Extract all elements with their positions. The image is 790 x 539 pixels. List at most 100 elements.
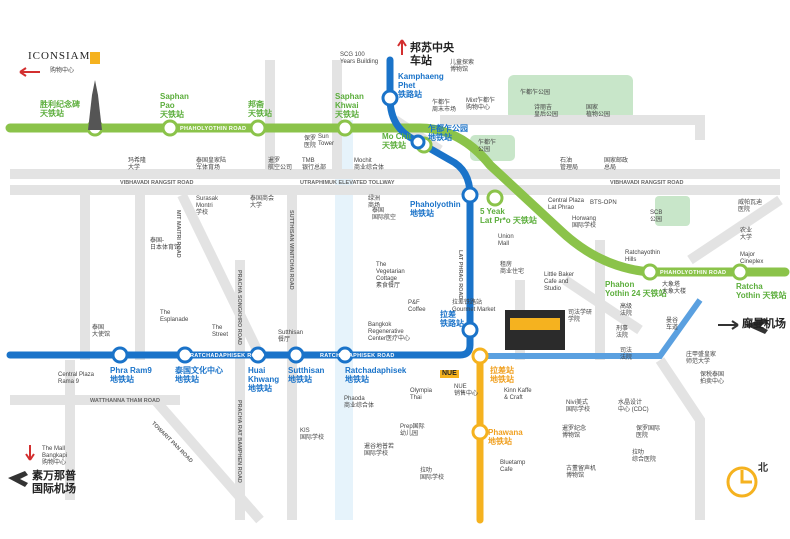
poi-label[interactable]: 暹罗 航空公司: [268, 158, 293, 171]
poi-label[interactable]: 曼谷 车道: [666, 318, 679, 331]
poi-label[interactable]: Major Cineplex: [740, 252, 764, 265]
bts-station-label[interactable]: Ratcha Yothin 天铁站: [736, 282, 787, 300]
poi-label[interactable]: 古董留声机 博物馆: [566, 466, 597, 479]
poi-label[interactable]: 玛希隆 大学: [128, 158, 147, 171]
poi-label[interactable]: The Street: [212, 325, 229, 338]
bts-station-label[interactable]: Mo Chit 天铁站: [382, 132, 412, 150]
mrt-station-label[interactable]: 乍都乍公园 地铁站: [428, 124, 468, 142]
poi-label[interactable]: Union Mall: [498, 234, 514, 247]
poi-label[interactable]: SCG 100 Years Building: [340, 52, 379, 65]
bts-station-label[interactable]: 邦斋 天铁站: [248, 100, 272, 118]
road-label: RATCHADAPHISEK ROAD: [190, 353, 265, 359]
poi-label[interactable]: P&F Coffee: [408, 300, 426, 313]
poi-label[interactable]: Little Baker Cafe and Studio: [544, 272, 575, 292]
poi-label[interactable]: 泰国 大使馆: [92, 325, 111, 338]
poi-label[interactable]: 庄甲盛皇家 师范大学: [686, 352, 717, 365]
poi-label[interactable]: 农业 大学: [740, 228, 753, 241]
poi-label[interactable]: Kinn Kaffe & Craft: [504, 388, 532, 401]
bts-station-label[interactable]: Phahon Yothin 24 天铁站: [605, 280, 667, 298]
poi-label[interactable]: SCB 公园: [650, 210, 663, 223]
bts-station-label[interactable]: 5 Yeak Lat Pr*o 天铁站: [480, 207, 537, 225]
mrt-station-label[interactable]: Sutthisan 地铁站: [288, 366, 325, 384]
bts-station-label[interactable]: 胜利纪念碑 天铁站: [40, 100, 80, 118]
poi-label[interactable]: 暹谷地普若 国际学校: [364, 444, 395, 457]
poi-label[interactable]: Phaoda 商业综合体: [344, 396, 375, 409]
poi-label[interactable]: 乍都乍 公园: [478, 140, 497, 153]
iconsiam-subtitle: 购物中心: [50, 68, 75, 74]
poi-label[interactable]: 拉叻 综合医院: [632, 450, 657, 463]
poi-label[interactable]: 保罗国际 医院: [636, 426, 661, 439]
mrt-station-label[interactable]: Phra Ram9 地铁站: [110, 366, 152, 384]
poi-label[interactable]: Surasak Montri 学校: [196, 196, 219, 216]
poi-label[interactable]: 威帕瓦迪 医院: [738, 200, 763, 213]
poi-label[interactable]: 诗丽吉 皇后公园: [534, 105, 559, 118]
mrt-station-label[interactable]: Ratchadaphisek 地铁站: [345, 366, 407, 384]
road-label: PHAHOLYOTHIN ROAD: [180, 126, 247, 132]
poi-label[interactable]: 租房 商业住宅: [500, 262, 525, 275]
poi-label[interactable]: Ratchayothin Hills: [625, 250, 661, 263]
compass-icon: [726, 466, 758, 498]
poi-label[interactable]: 水晶设计 中心 (CDC): [618, 400, 649, 413]
mrt-station-label[interactable]: Kamphaeng Phet 铁路站: [398, 72, 444, 99]
poi-label[interactable]: Bluetamp Cafe: [500, 460, 526, 473]
poi-label[interactable]: 司法学研 学院: [568, 310, 593, 323]
poi-label[interactable]: 儿童探索 博物馆: [450, 60, 475, 73]
poi-label[interactable]: BTS-OPN: [590, 200, 617, 206]
arrow-west-icon: [19, 67, 40, 77]
poi-label[interactable]: Prep国际 幼儿园: [400, 424, 425, 437]
poi-label[interactable]: Central Plaza Rama 9: [58, 372, 95, 385]
poi-label[interactable]: 国家 植物公园: [586, 105, 611, 118]
poi-label[interactable]: The Esplanade: [160, 310, 189, 323]
mrt-station-label[interactable]: Phaholyothin 地铁站: [410, 200, 461, 218]
poi-label[interactable]: The Mall Bangkapi 购物中心: [42, 446, 68, 466]
poi-label[interactable]: 大象塔 大象大楼: [662, 282, 687, 295]
poi-label[interactable]: NUE 销售中心: [454, 384, 479, 397]
poi-label[interactable]: KIS 国际学校: [300, 428, 325, 441]
poi-label[interactable]: 泰国皇家陆 军体育场: [196, 158, 227, 171]
poi-label[interactable]: 高级 法院: [620, 304, 633, 317]
poi-label[interactable]: Olympia Thai: [410, 388, 433, 401]
airport-suvarnabhumi-label: 素万那普 国际机场: [32, 470, 76, 495]
bts-station-label[interactable]: Saphan Khwai 天铁站: [335, 92, 364, 119]
poi-label[interactable]: 刑事 法院: [616, 326, 629, 339]
poi-label[interactable]: 绿洲 商场: [368, 196, 381, 209]
poi-label[interactable]: 石油 管理局: [560, 158, 579, 171]
nue-badge[interactable]: NUE: [440, 370, 459, 378]
poi-label[interactable]: Sun Tower: [318, 134, 335, 147]
poi-label[interactable]: 保罗 医院: [304, 136, 317, 149]
bts-station-label[interactable]: Saphan Pao 天铁站: [160, 92, 189, 119]
poi-label[interactable]: 拉差铁路站 Gourmet Market: [452, 300, 496, 313]
poi-label[interactable]: 乍都乍公园: [520, 90, 551, 96]
compass-north-label: 北: [758, 463, 768, 474]
poi-label[interactable]: The Vegetarian Cottage 素食餐厅: [376, 262, 405, 289]
poi-label[interactable]: TMB 银行总部: [302, 158, 327, 171]
poi-label[interactable]: 邦苏中央 车站: [410, 42, 454, 67]
poi-label[interactable]: 保税泰国 拍卖中心: [700, 372, 725, 385]
poi-label[interactable]: Mochit 商业综合体: [354, 158, 385, 171]
mrt-station-label[interactable]: 拉差站 地铁站: [490, 366, 514, 384]
poi-label[interactable]: 拉叻 国际学校: [420, 468, 445, 481]
poi-label[interactable]: Nivi美式 国际学校: [566, 400, 591, 413]
road-label: WATTHANNA THAM ROAD: [90, 398, 160, 404]
poi-label[interactable]: 司法 法院: [620, 348, 633, 361]
poi-label[interactable]: Horwang 国际学校: [572, 216, 597, 229]
mrt-station-label[interactable]: Huai Khwang 地铁站: [248, 366, 280, 393]
roads-grey: [10, 60, 783, 524]
poi-label[interactable]: 国家邮政 总局: [604, 158, 629, 171]
poi-label[interactable]: Sutthisan 餐厅: [278, 330, 304, 343]
iconsiam-logo: ICONSIAM: [28, 50, 91, 62]
poi-label[interactable]: Central Plaza Lat Phrao: [548, 198, 585, 211]
arl-line: [480, 298, 703, 359]
poi-label[interactable]: 泰国商会 大学: [250, 196, 275, 209]
poi-label[interactable]: 泰国- 日本体育馆: [150, 238, 181, 251]
mrt-station-label[interactable]: Phawana 地铁站: [488, 428, 523, 446]
mrt-station-label[interactable]: 泰国文化中心 地铁站: [175, 366, 223, 384]
airport-icon-east: [745, 318, 768, 334]
poi-label[interactable]: Mixt乍都乍 购物中心: [466, 98, 495, 111]
poi-label[interactable]: Bangkok Regenerative Center医疗中心: [368, 322, 411, 342]
mrt-station-label[interactable]: 拉差 铁路站: [440, 310, 464, 328]
poi-label[interactable]: 泰国 国际航空: [372, 208, 397, 221]
poi-label[interactable]: 乍都乍 周末市场: [432, 100, 457, 113]
poi-label[interactable]: 暹罗纪念 博物馆: [562, 426, 587, 439]
